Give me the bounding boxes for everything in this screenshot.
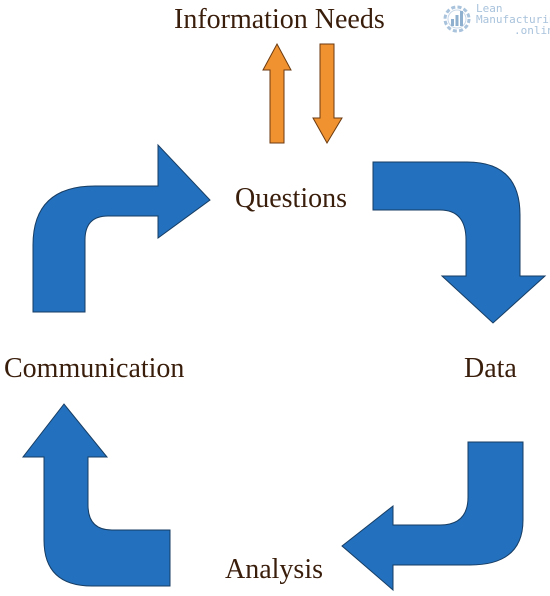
arrow-questions-to-data <box>372 161 547 324</box>
lean-manufacturing-logo: Lean Manufacturing .online <box>440 2 550 38</box>
gear-chart-icon <box>443 5 471 33</box>
arrow-analysis-to-communication <box>21 403 171 587</box>
logo-line-manufacturing: Manufacturing <box>476 13 550 26</box>
information-needs-label: Information Needs <box>174 4 385 35</box>
logo-line-lean: Lean <box>476 2 503 15</box>
logo-line-online: .online <box>514 24 550 37</box>
arrow-communication-to-questions <box>32 143 211 313</box>
down-arrow-to-questions <box>312 43 343 144</box>
arrow-data-to-analysis <box>341 441 524 592</box>
analysis-node-label: Analysis <box>225 554 323 585</box>
data-node-label: Data <box>464 353 517 384</box>
communication-node-label: Communication <box>4 353 185 384</box>
questions-node-label: Questions <box>235 183 347 214</box>
up-arrow-to-information-needs <box>262 42 292 144</box>
